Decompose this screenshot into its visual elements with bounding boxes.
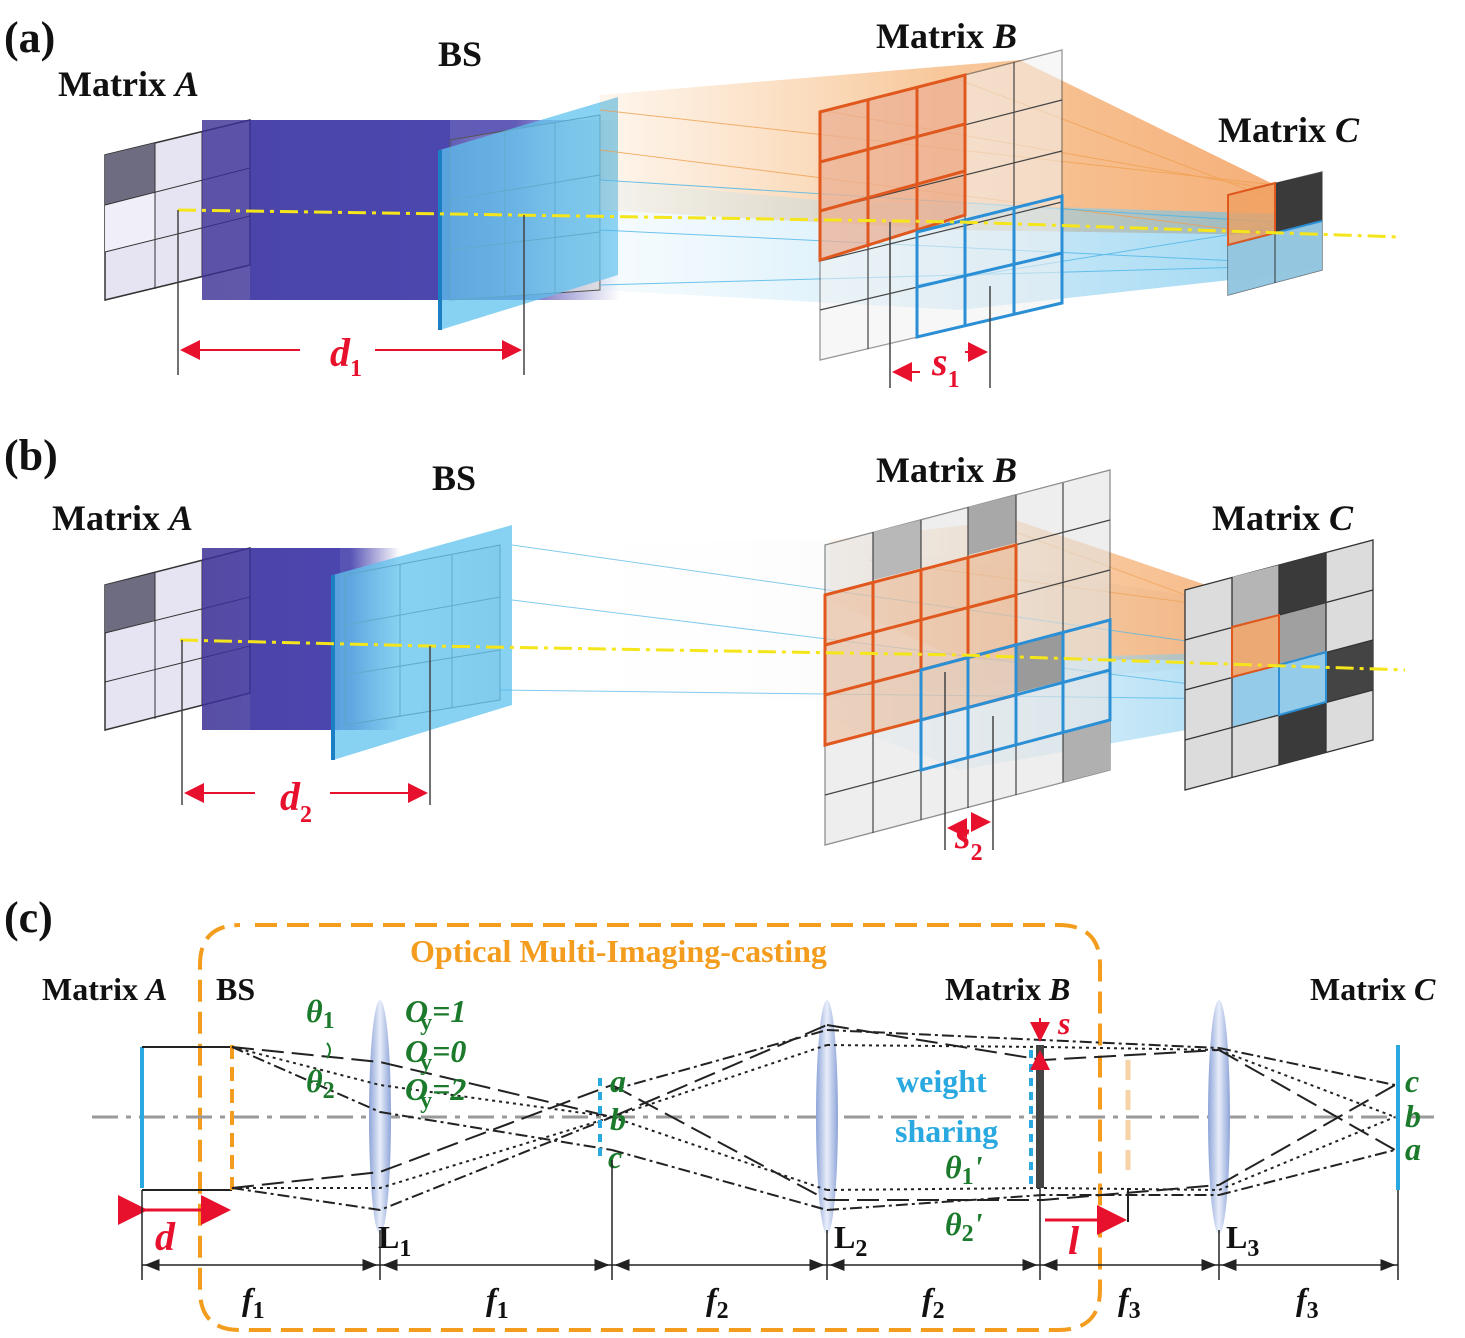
a-beam-splitter [440, 97, 618, 330]
weight-label: weight [896, 1063, 987, 1099]
b-matrix-b-grid [823, 469, 1112, 846]
svg-text:d2: d2 [280, 774, 312, 828]
s-label: s [1057, 1005, 1070, 1041]
panel-a: (a) Matrix A BS Matrix B Matrix C [4, 13, 1401, 393]
matrix-b-label: Matrix B [876, 450, 1017, 490]
c-rays [231, 1024, 1396, 1212]
matrix-a-label: Matrix A [52, 498, 193, 538]
a-s1-dimension: s1 [889, 222, 991, 393]
panel-c-label: (c) [4, 893, 53, 942]
panel-b: (b) Matrix A BS Matrix B Matrix C [4, 431, 1406, 866]
a-d1-dimension: d1 [177, 210, 525, 382]
focal-c-label: c [608, 1139, 622, 1175]
svg-text:s2: s2 [954, 812, 983, 866]
b-d2-dimension: d2 [181, 640, 431, 828]
lens-l2 [816, 1000, 838, 1234]
focal-length-5: f3 [1118, 1281, 1141, 1324]
order3-label: Oy=2 [405, 1071, 466, 1114]
focal-length-6: f3 [1296, 1281, 1319, 1324]
sharing-label: sharing [895, 1113, 998, 1149]
focal-b-label: b [610, 1101, 626, 1137]
theta1p-label: θ1' [945, 1149, 983, 1190]
imaging-box [198, 923, 1102, 1332]
lens-l2-label: L2 [834, 1219, 867, 1262]
theta2-label: θ2 [306, 1063, 335, 1104]
out-a-label: a [1405, 1131, 1421, 1167]
matrix-c-label: Matrix C [1212, 498, 1354, 538]
c-bs-label: BS [216, 971, 255, 1007]
focal-length-1: f1 [242, 1281, 265, 1324]
matrix-c-label: Matrix C [1218, 110, 1360, 150]
theta1-label: θ1 [306, 993, 335, 1034]
focal-length-ruler: f1 f1 f2 f2 f3 f3 [141, 1160, 1399, 1324]
out-c-label: c [1405, 1063, 1419, 1099]
bs-label: BS [432, 458, 476, 498]
focal-length-3: f2 [706, 1281, 729, 1324]
a-optical-axis [177, 208, 1401, 239]
d-label: d [155, 1214, 176, 1259]
matrix-b-grid [818, 49, 1064, 361]
b-matrix-c-grid [1184, 539, 1374, 791]
l-label: l [1068, 1218, 1080, 1263]
lens-l1-label: L1 [378, 1219, 411, 1262]
panel-a-label: (a) [4, 13, 55, 62]
b-beam-splitter [333, 525, 512, 760]
order2-label: Oy=0 [405, 1033, 466, 1076]
matrix-b-label: Matrix B [876, 16, 1017, 56]
bs-label: BS [438, 34, 482, 74]
order1-label: Oy=1 [405, 993, 466, 1036]
focal-length-4: f2 [922, 1281, 945, 1324]
lens-l1 [369, 1000, 391, 1234]
b-optical-axis [179, 638, 1406, 672]
svg-text:d1: d1 [330, 330, 362, 382]
c-matrix-a-label: Matrix A [42, 971, 167, 1007]
imaging-box-title: Optical Multi-Imaging-casting [410, 933, 827, 969]
theta2p-label: θ2' [945, 1206, 983, 1247]
c-matrix-b-label: Matrix B [945, 971, 1070, 1007]
svg-text:s1: s1 [931, 339, 960, 393]
panel-b-label: (b) [4, 431, 58, 480]
out-b-label: b [1405, 1098, 1421, 1134]
lens-l3 [1208, 1000, 1230, 1234]
matrix-a-label: Matrix A [58, 64, 199, 104]
b-s2-dimension: s2 [944, 672, 994, 866]
panel-c: (c) Optical Multi-Imaging-casting Matrix… [4, 893, 1440, 1332]
focal-length-2: f1 [486, 1281, 509, 1324]
focal-a-label: a [610, 1063, 626, 1099]
lens-l3-label: L3 [1226, 1219, 1259, 1262]
c-matrix-c-label: Matrix C [1310, 971, 1436, 1007]
